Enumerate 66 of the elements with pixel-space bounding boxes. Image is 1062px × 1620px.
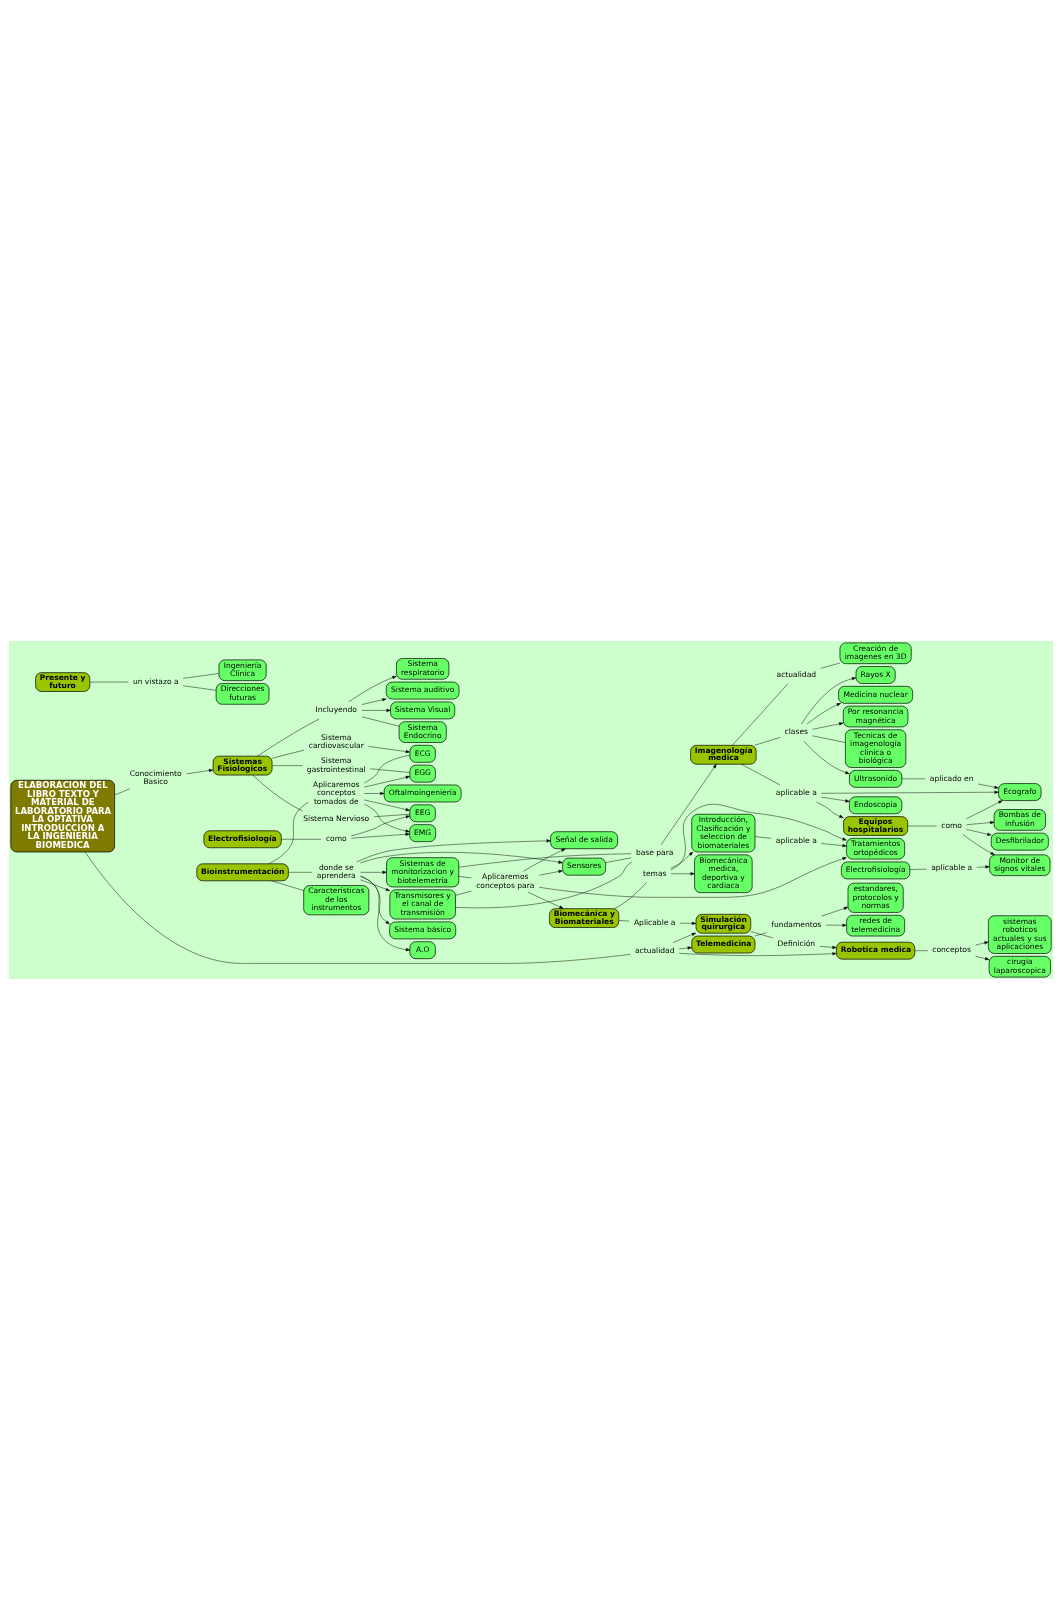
connector [754, 932, 767, 937]
arrow [819, 945, 837, 949]
arrow [806, 703, 841, 725]
arrow [351, 832, 410, 839]
arrow [523, 848, 566, 872]
connector [114, 788, 130, 796]
arrow [364, 799, 410, 812]
arrow [678, 952, 837, 956]
arrow [670, 804, 847, 871]
arrow [977, 783, 999, 789]
connector [84, 851, 631, 964]
connector [732, 683, 789, 746]
connector [750, 931, 774, 939]
arrow [821, 843, 847, 848]
arrow [966, 829, 992, 836]
arrow [821, 790, 999, 794]
connector [754, 737, 781, 746]
arrow [803, 740, 850, 775]
connector [455, 890, 472, 896]
arrow [361, 708, 391, 712]
connector [288, 872, 313, 873]
arrow [801, 677, 857, 725]
arrow [975, 956, 990, 961]
arrow [364, 775, 410, 788]
arrow [966, 800, 1003, 819]
arrow [350, 815, 411, 837]
arrow [364, 791, 385, 796]
arrow [360, 879, 390, 891]
arrow [821, 906, 849, 917]
arrow [816, 801, 844, 818]
connector [271, 880, 304, 891]
arrow [368, 746, 410, 754]
arrow [812, 722, 844, 730]
arrow [679, 921, 697, 925]
arrow [678, 946, 692, 950]
node-box: ELABORACION DEL LIBRO TEXTO Y MATERIAL DE LABORATORIO PARA LA OPTATIVA INTRODUCCION A LA INGENIERIA BIOMEDICA [10, 779, 115, 853]
connector [455, 861, 633, 909]
arrow [360, 876, 390, 925]
arrow [821, 796, 850, 803]
arrow [672, 932, 697, 943]
connector [741, 764, 781, 786]
arrow [527, 891, 564, 909]
arrow [539, 869, 563, 876]
arrow [348, 676, 397, 703]
arrow [360, 875, 411, 952]
connector [812, 735, 846, 743]
arrow [966, 821, 995, 825]
connector [618, 920, 630, 922]
arrow [962, 834, 995, 856]
arrow [660, 764, 717, 846]
arrow [975, 941, 989, 946]
arrow [670, 851, 694, 869]
arrow [364, 803, 410, 833]
arrow [825, 923, 847, 927]
connector [373, 813, 410, 817]
arrow [360, 870, 387, 874]
arrow [670, 872, 695, 876]
arrow [360, 852, 563, 864]
arrow [356, 839, 551, 863]
connector [268, 802, 309, 864]
arrow [361, 698, 387, 705]
arrow [186, 768, 214, 775]
connector [820, 662, 841, 669]
connector [271, 749, 305, 759]
connector [458, 853, 632, 868]
arrow [976, 865, 990, 869]
